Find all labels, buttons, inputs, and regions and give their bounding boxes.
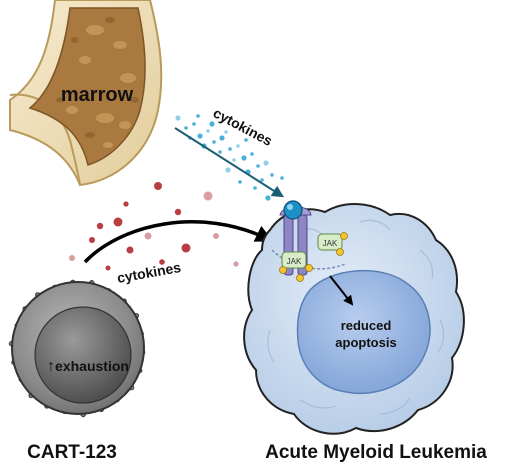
- cytokine-dot: [175, 115, 181, 121]
- cytokine-dot: [256, 164, 260, 168]
- cytokine-dot: [203, 191, 213, 201]
- cytokine-dot: [270, 173, 274, 177]
- cytokine-dot: [280, 176, 284, 180]
- cytokine-dot: [236, 144, 240, 148]
- cytokine-dot: [159, 259, 165, 265]
- cytokine-dot: [184, 126, 188, 130]
- reduced-label: reduced: [341, 318, 392, 333]
- cytokine-dot: [263, 160, 269, 166]
- cytokine-dot: [224, 130, 228, 134]
- signal-arrow: [329, 275, 354, 306]
- cytokine-dot: [250, 152, 254, 156]
- cytokine-arrow-teal: [174, 127, 285, 198]
- curved-arrow-black: [83, 220, 274, 264]
- cytokine-dot: [196, 114, 200, 118]
- cytokine-dot: [105, 265, 111, 271]
- cytokine-dot: [69, 255, 75, 261]
- receptor-icon: JAK JAK: [271, 200, 354, 306]
- jak-right: JAK: [317, 233, 343, 251]
- cytokine-dot: [206, 129, 210, 133]
- cytokine-dot: [89, 237, 95, 243]
- t-cell-icon: ↑exhaustion: [8, 279, 146, 418]
- svg-text:JAK: JAK: [323, 239, 338, 248]
- cytokine-dot: [144, 232, 152, 240]
- cytokine-dots-red: [69, 182, 239, 271]
- cytokine-dot: [232, 158, 236, 162]
- jak-left: JAK: [281, 251, 307, 269]
- cytokine-dot: [209, 121, 215, 127]
- cytokines-bottom-label: cytokines: [116, 259, 183, 286]
- cytokine-dot: [113, 217, 123, 227]
- cytokines-top-label: cytokines: [211, 105, 276, 150]
- cytokine-dot: [96, 222, 104, 230]
- cytokine-dot: [123, 201, 129, 207]
- cytokine-dot: [241, 155, 247, 161]
- cytokine-dot: [192, 122, 196, 126]
- cytokine-dot: [213, 233, 219, 239]
- cytokine-dot: [126, 246, 134, 254]
- marrow-label: marrow: [61, 84, 134, 106]
- cytokine-dot: [197, 133, 203, 139]
- cytokine-dot: [181, 243, 191, 253]
- up-arrow-glyph: ↑: [47, 358, 55, 375]
- cart-label: CART-123: [27, 442, 117, 463]
- cytokine-dot: [218, 150, 222, 154]
- cytokine-dot: [265, 195, 271, 201]
- aml-label: Acute Myeloid Leukemia: [265, 442, 487, 463]
- phospho-dots: [279, 232, 348, 282]
- aml-nucleus: [296, 269, 431, 394]
- cytokine-dot: [238, 180, 242, 184]
- apoptosis-label: apoptosis: [335, 335, 396, 350]
- cytokine-dot: [225, 167, 231, 173]
- cytokine-dot: [260, 178, 264, 182]
- aml-cell-icon: reduced apoptosis: [243, 203, 465, 435]
- exhaustion-label: ↑exhaustion: [47, 358, 129, 375]
- svg-text:JAK: JAK: [287, 257, 302, 266]
- bone-marrow-icon: marrow: [9, 0, 163, 187]
- cytokine-dot: [212, 140, 216, 144]
- cytokine-dot: [253, 186, 257, 190]
- cytokine-dot: [228, 147, 232, 151]
- cytokine-dot: [219, 135, 225, 141]
- cytokine-dot: [244, 138, 248, 142]
- cytokine-dot: [174, 208, 182, 216]
- cytokine-dot: [154, 182, 162, 190]
- cytokine-dot: [233, 261, 239, 267]
